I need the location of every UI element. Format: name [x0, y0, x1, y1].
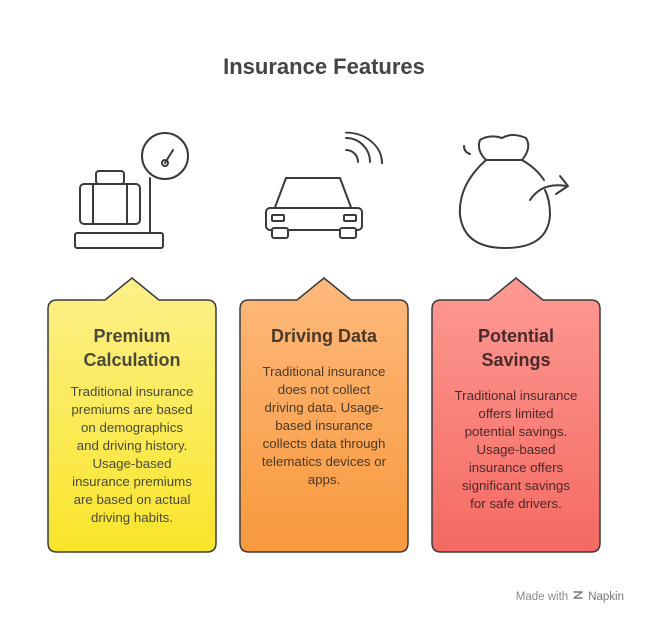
- luggage-scale-icon: [70, 130, 200, 252]
- card-title: Premium Calculation: [83, 326, 181, 370]
- card-premium-calculation: Premium Calculation Traditional insuranc…: [47, 276, 217, 554]
- card-description: Traditional insurance premiums are based…: [70, 384, 194, 525]
- card-description: Traditional insurance does not collect d…: [261, 364, 387, 487]
- card-potential-savings: Potential Savings Traditional insurance …: [431, 276, 601, 554]
- diagram-title: Insurance Features: [223, 54, 425, 79]
- card-description: Traditional insurance offers limited pot…: [454, 388, 578, 511]
- connected-car-icon: [260, 130, 390, 252]
- made-with-label: Made with: [515, 590, 569, 603]
- napkin-brand: Napkin: [588, 590, 624, 603]
- card-title: Potential Savings: [477, 326, 554, 370]
- made-with-napkin[interactable]: Made with Napkin: [516, 589, 624, 604]
- card-driving-data: Driving Data Traditional insurance does …: [239, 276, 409, 554]
- money-bag-icon: [450, 130, 580, 252]
- napkin-logo-icon: [572, 589, 584, 604]
- card-title: Driving Data: [270, 326, 378, 346]
